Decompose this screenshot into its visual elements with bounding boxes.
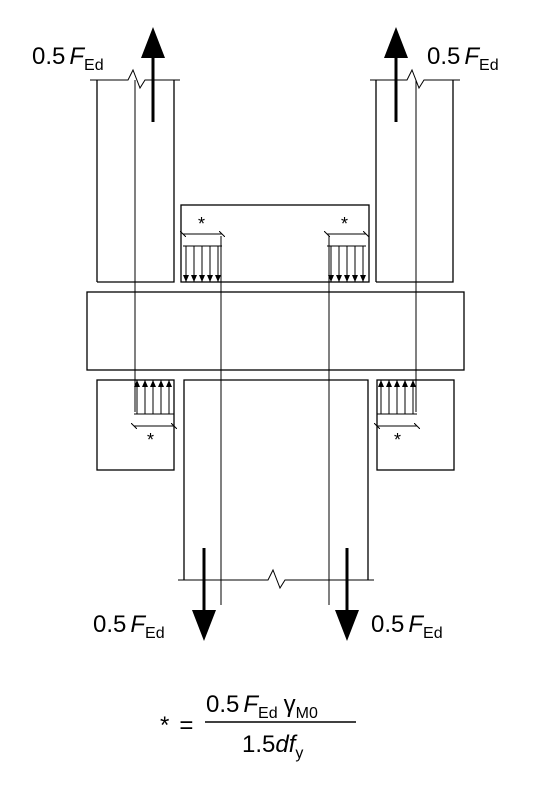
force-arrow-top-left — [141, 27, 165, 122]
formula-star: * — [160, 712, 169, 739]
dimension-star: * — [394, 430, 401, 450]
central-plate — [86, 291, 465, 371]
stress-arrowhead — [410, 380, 416, 387]
force-arrow-bottom-right — [335, 548, 359, 641]
stress-arrowhead — [336, 275, 342, 282]
stress-arrowhead — [183, 275, 189, 282]
upper-left-member — [90, 68, 180, 283]
stress-arrowhead — [360, 275, 366, 282]
stress-arrowhead — [386, 380, 392, 387]
bearing-stress-lower-right: * — [377, 380, 417, 450]
stress-arrowhead — [402, 380, 408, 387]
stress-arrowhead — [142, 380, 148, 387]
stress-arrowhead — [207, 275, 213, 282]
stress-arrowhead — [158, 380, 164, 387]
stress-arrowhead — [150, 380, 156, 387]
bolt-lines — [134, 80, 417, 605]
stress-arrowhead — [191, 275, 197, 282]
stress-arrowhead — [328, 275, 334, 282]
upper-middle-block — [180, 204, 370, 283]
upper-right-member — [370, 68, 460, 283]
bearing-stress-upper-right: * — [327, 214, 366, 282]
force-arrow-bottom-left — [192, 548, 216, 641]
bearing-stress-upper-left: * — [183, 214, 222, 282]
formula-equals: = — [179, 712, 193, 739]
stress-arrowhead — [134, 380, 140, 387]
stress-arrowhead — [199, 275, 205, 282]
svg-text:*=: *= — [160, 712, 193, 739]
formula-denominator: 1.5dfy — [242, 731, 303, 762]
stress-arrowhead — [378, 380, 384, 387]
bearing-stress-lower-left: * — [134, 380, 174, 450]
dimension-star: * — [198, 214, 205, 234]
dimension-star: * — [147, 430, 154, 450]
stress-arrowhead — [215, 275, 221, 282]
stress-arrowhead — [166, 380, 172, 387]
dimension-star: * — [341, 214, 348, 234]
stress-arrowhead — [344, 275, 350, 282]
lower-central-member — [178, 379, 374, 590]
stress-arrowhead — [352, 275, 358, 282]
force-arrow-top-right — [384, 27, 408, 122]
stress-arrowhead — [394, 380, 400, 387]
